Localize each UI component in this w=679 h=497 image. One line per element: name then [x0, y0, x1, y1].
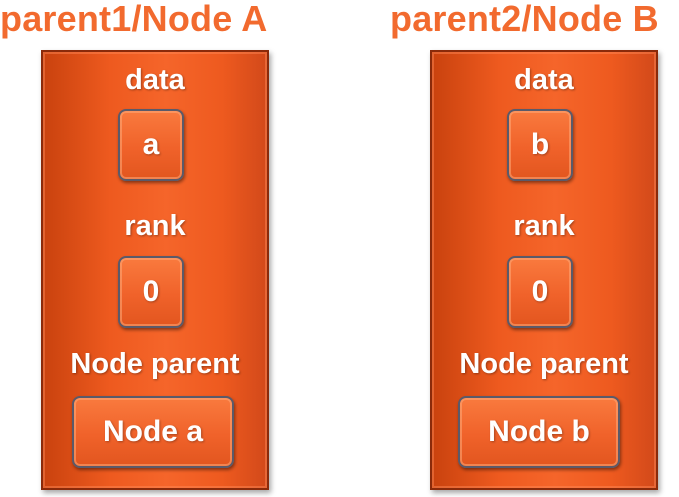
node-a-block: data a rank 0 Node parent Node a	[41, 50, 269, 490]
data-value-box: a	[118, 109, 184, 181]
node-parent-value-box: Node a	[72, 396, 234, 468]
data-value-box: b	[507, 109, 573, 181]
node-b-block: data b rank 0 Node parent Node b	[430, 50, 658, 490]
rank-label: rank	[513, 210, 575, 242]
node-parent-value-box: Node b	[458, 396, 620, 468]
data-label: data	[514, 64, 574, 96]
rank-value-box: 0	[118, 256, 184, 328]
data-label: data	[125, 64, 185, 96]
node-parent-label: Node parent	[70, 348, 240, 380]
node-a-title: parent1/Node A	[0, 0, 268, 39]
rank-label: rank	[124, 210, 186, 242]
rank-value-box: 0	[507, 256, 573, 328]
node-b-title: parent2/Node B	[390, 0, 659, 39]
node-parent-label: Node parent	[459, 348, 629, 380]
